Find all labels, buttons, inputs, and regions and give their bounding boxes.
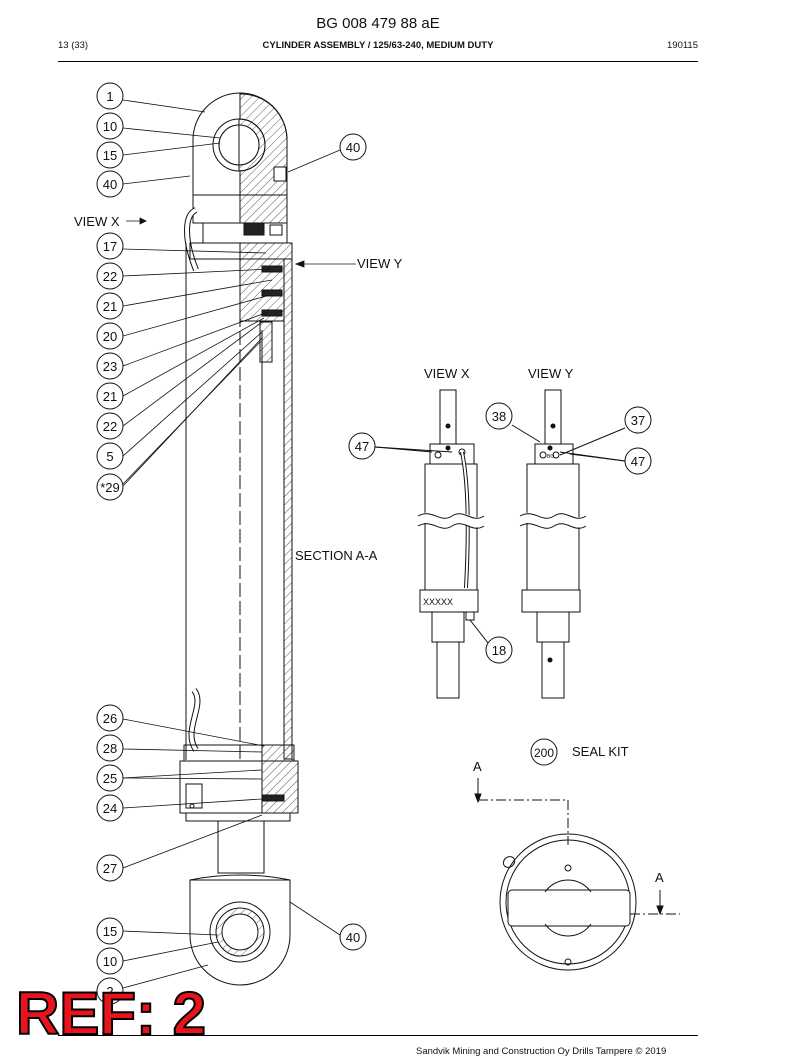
part-balloons: 1 10 15 40 17 22 21 20 23 21 22 5 *29 26… <box>96 82 652 1005</box>
document-id: BG 008 479 88 aE <box>316 15 440 32</box>
page-title: CYLINDER ASSEMBLY / 125/63-240, MEDIUM D… <box>262 40 494 51</box>
balloon-label: 40 <box>346 140 360 155</box>
balloon-22-a: 22 <box>96 262 124 290</box>
balloon-40-left: 40 <box>96 170 124 198</box>
main-cylinder <box>179 92 299 986</box>
balloon-47-view-x: 47 <box>348 432 376 460</box>
balloon-15-bottom: 15 <box>96 917 124 945</box>
balloon-label: 21 <box>103 389 117 404</box>
balloon-label: 15 <box>103 148 117 163</box>
balloon-23: 23 <box>96 352 124 380</box>
view-y-drawing <box>374 389 626 699</box>
balloon-label: 20 <box>103 329 117 344</box>
balloon-40-top-right: 40 <box>339 133 367 161</box>
section-mark-top: A <box>473 759 482 774</box>
balloon-label: 15 <box>103 924 117 939</box>
balloon-label: 26 <box>103 711 117 726</box>
balloon-20: 20 <box>96 322 124 350</box>
balloon-label: 27 <box>103 861 117 876</box>
balloon-label: 22 <box>103 419 117 434</box>
page-number: 13 (33) <box>58 40 89 51</box>
document-date: 190115 <box>667 40 698 51</box>
view-x-drawing <box>415 389 493 699</box>
balloon-25: 25 <box>96 764 124 792</box>
balloon-18: 18 <box>485 636 513 664</box>
header-row: 13 (33) CYLINDER ASSEMBLY / 125/63-240, … <box>58 40 698 54</box>
balloon-label: *29 <box>100 480 120 495</box>
balloon-24: 24 <box>96 794 124 822</box>
balloon-label: 21 <box>103 299 117 314</box>
balloon-2: 2 <box>96 977 124 1005</box>
balloon-28: 28 <box>96 734 124 762</box>
view-x-title: VIEW X <box>424 366 470 381</box>
balloon-10-top: 10 <box>96 112 124 140</box>
balloon-27: 27 <box>96 854 124 882</box>
balloon-37: 37 <box>624 406 652 434</box>
balloon-label: 5 <box>106 449 113 464</box>
balloon-label: 40 <box>103 177 117 192</box>
leader-lines <box>122 99 356 989</box>
balloon-label: 24 <box>103 801 117 816</box>
balloon-label: 10 <box>103 119 117 134</box>
section-mark-right: A <box>655 870 664 885</box>
balloon-label: 17 <box>103 239 117 254</box>
balloon-label: 28 <box>103 741 117 756</box>
view-x-callout: VIEW X <box>74 214 120 229</box>
balloon-5: 5 <box>96 442 124 470</box>
bo-marking: BO <box>547 454 554 460</box>
balloon-label: 37 <box>631 413 645 428</box>
balloon-label: 38 <box>492 409 506 424</box>
balloon-1: 1 <box>96 82 124 110</box>
balloon-label: 2 <box>106 984 113 999</box>
balloon-label: 47 <box>631 454 645 469</box>
view-y-title: VIEW Y <box>528 366 574 381</box>
view-y-callout: VIEW Y <box>357 256 403 271</box>
footer-rule <box>58 1035 698 1036</box>
balloon-40-bottom-right: 40 <box>339 923 367 951</box>
balloon-200: 200 <box>530 738 558 766</box>
balloon-47-view-y: 47 <box>624 447 652 475</box>
seal-kit-label: SEAL KIT <box>572 744 629 759</box>
balloon-22-b: 22 <box>96 412 124 440</box>
balloon-10-bottom: 10 <box>96 947 124 975</box>
balloon-26: 26 <box>96 704 124 732</box>
balloon-38: 38 <box>485 402 513 430</box>
balloon-label: 47 <box>355 439 369 454</box>
balloon-21-a: 21 <box>96 292 124 320</box>
balloon-label: 23 <box>103 359 117 374</box>
balloon-label: 1 <box>106 89 113 104</box>
footer-copyright: Sandvik Mining and Construction Oy Drill… <box>416 1046 667 1057</box>
balloon-21-b: 21 <box>96 382 124 410</box>
header-rule <box>58 61 698 62</box>
balloon-label: 25 <box>103 771 117 786</box>
section-a-a-drawing <box>474 778 680 971</box>
section-a-a-label: SECTION A-A <box>295 548 378 563</box>
balloon-label: 40 <box>346 930 360 945</box>
ref-stamp: REF: 2 <box>15 980 207 1047</box>
balloon-29: *29 <box>96 473 124 501</box>
balloon-label: 200 <box>534 746 554 760</box>
balloon-15-top: 15 <box>96 141 124 169</box>
balloon-17: 17 <box>96 232 124 260</box>
xxxxx-marking: XXXXX <box>423 597 453 607</box>
balloon-label: 10 <box>103 954 117 969</box>
drawing-labels: VIEW X VIEW Y VIEW X VIEW Y SECTION A-A … <box>74 214 664 885</box>
balloon-label: 18 <box>492 643 506 658</box>
balloon-label: 22 <box>103 269 117 284</box>
